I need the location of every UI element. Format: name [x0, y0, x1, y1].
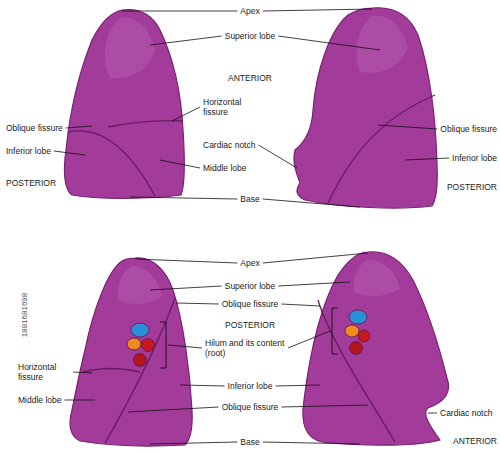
leader-line [428, 413, 437, 414]
leader-line [135, 259, 237, 263]
orientation-label: ANTERIOR [228, 73, 272, 83]
hilum-vessel [127, 338, 141, 350]
hilum-vessel [350, 342, 363, 355]
apex-label: Apex [240, 6, 259, 16]
orientation-label: POSTERIOR [225, 320, 275, 330]
hilum-vessel [345, 325, 359, 337]
leader-line [180, 385, 225, 386]
orientation-label: POSTERIOR [447, 182, 497, 192]
leader-line [263, 199, 360, 207]
leader-line [66, 126, 92, 128]
lung-highlight [356, 16, 408, 73]
lung-highlight [354, 260, 400, 296]
notch-label: Cardiac notch [440, 408, 492, 418]
leader-line [168, 345, 202, 348]
leader-line [172, 107, 200, 121]
fissure-label: Oblique fissure [222, 299, 279, 309]
leader-line [275, 385, 320, 386]
lobe-label: Inferior lobe [6, 146, 51, 156]
lobe-label: Middle lobe [18, 395, 61, 405]
oblique-fissure [68, 131, 155, 196]
leader-line [150, 286, 222, 290]
leader-line [263, 9, 372, 11]
base-label: Base [240, 437, 259, 447]
horizontal-fissure [108, 121, 183, 127]
fissure-label: Horizontal fissure [18, 362, 70, 382]
hilum-bronchus [131, 323, 149, 337]
fissure-label: Oblique fissure [222, 402, 279, 412]
orientation-label: POSTERIOR [6, 178, 56, 188]
apex-label: Apex [240, 258, 259, 268]
leader-line [281, 405, 368, 407]
stock-number: 1881681698 [20, 293, 30, 338]
leader-line [176, 303, 219, 304]
fissure-label: Oblique fissure [440, 124, 497, 134]
hilum-vessel [142, 339, 155, 352]
hilum-vessel [358, 330, 370, 342]
lobe-label: Middle lobe [203, 163, 246, 173]
leader-line [405, 158, 449, 160]
leader-line [64, 400, 95, 401]
lung-highlight [118, 266, 162, 304]
left-lung-medial [303, 252, 449, 445]
right-lung-lateral [64, 10, 184, 199]
base-label: Base [240, 194, 259, 204]
leader-line [150, 442, 237, 444]
leader-line [160, 160, 200, 168]
leader-line [281, 304, 320, 306]
fissure-label: Horizontal fissure [203, 97, 255, 117]
leader-line [378, 125, 437, 129]
fissure-label: Oblique fissure [6, 123, 63, 133]
leader-line [128, 407, 219, 412]
leader-line [150, 36, 222, 45]
right-lung-medial [70, 258, 192, 446]
leader-line [278, 36, 380, 50]
hilum-vessel [134, 354, 147, 367]
oblique-fissure [318, 300, 395, 442]
notch-label: Cardiac notch [203, 140, 255, 150]
leader-line [288, 331, 330, 348]
leader-line [122, 11, 237, 12]
hilum-bracket [160, 322, 166, 368]
oblique-fissure [328, 95, 435, 203]
leader-line [54, 151, 85, 155]
leader-line [130, 197, 237, 199]
leader-line [263, 442, 360, 444]
oblique-fissure [105, 298, 175, 443]
lobe-label: Inferior lobe [452, 153, 497, 163]
hilum-bracket [332, 308, 338, 354]
lobe-label: Superior lobe [225, 31, 276, 41]
lung-highlight [105, 18, 155, 78]
leader-line [278, 282, 350, 286]
horizontal-fissure [83, 369, 140, 373]
hilum-label: Hilum and its content (root) [205, 338, 285, 358]
leader-line [258, 145, 297, 168]
lobe-label: Superior lobe [225, 281, 276, 291]
hilum-bronchus [349, 310, 367, 324]
orientation-label: ANTERIOR [453, 436, 497, 446]
leader-line [73, 372, 92, 373]
leader-line [263, 253, 368, 263]
left-lung-lateral [294, 8, 437, 208]
lobe-label: Inferior lobe [228, 381, 273, 391]
